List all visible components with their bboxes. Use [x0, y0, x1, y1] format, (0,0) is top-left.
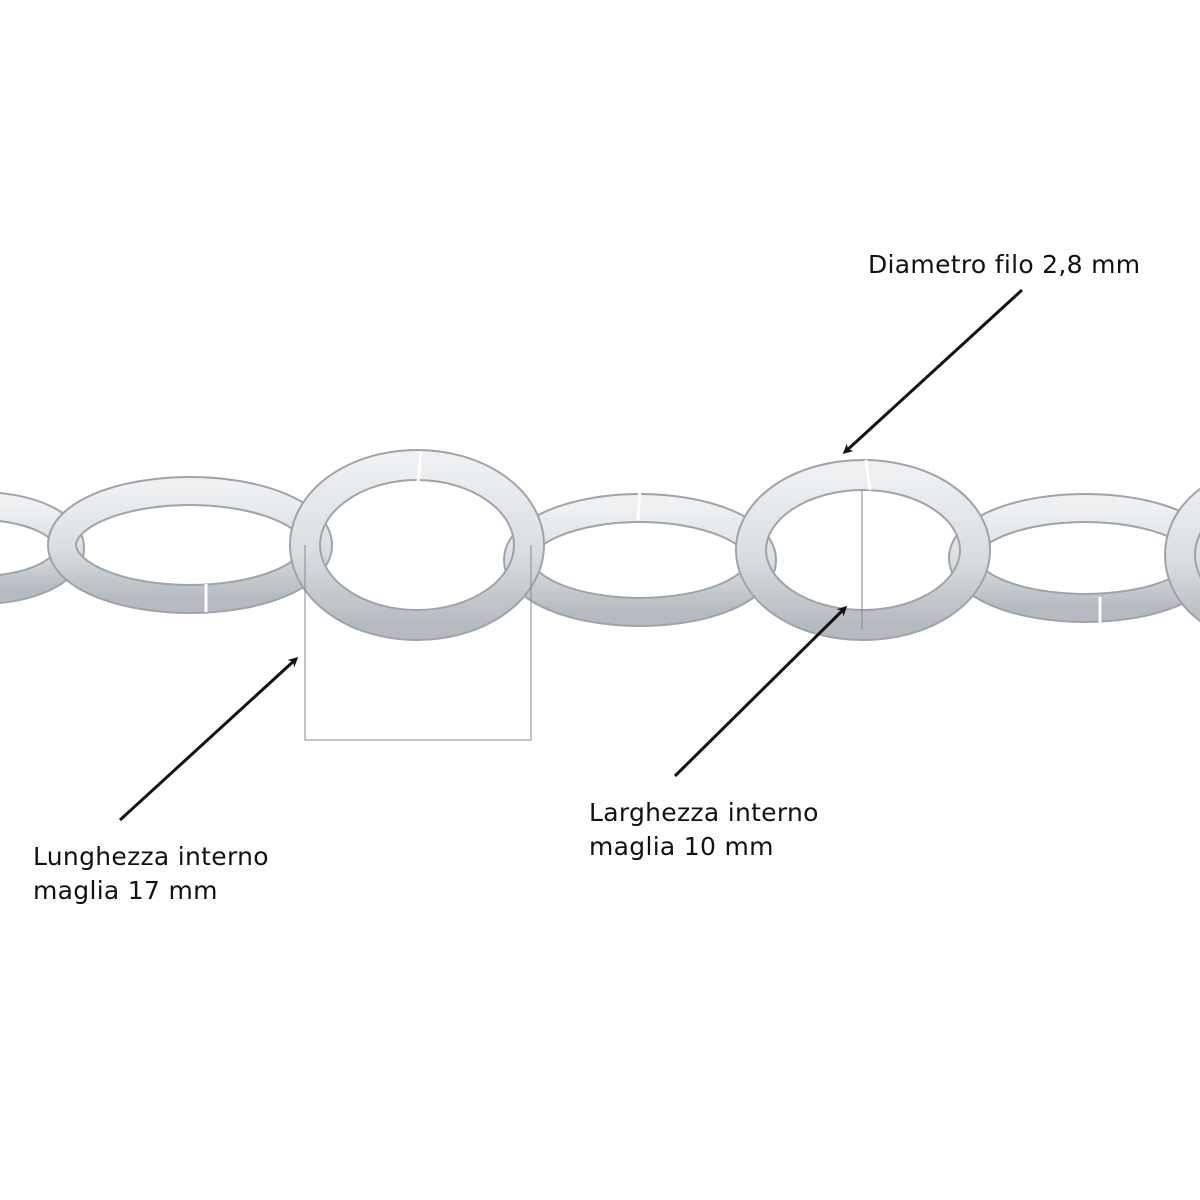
- chain-link: [735, 459, 991, 641]
- inner-length-label: Lunghezza interno maglia 17 mm: [33, 840, 269, 908]
- chain-link: [47, 476, 333, 614]
- inner-width-line2: maglia 10 mm: [589, 832, 774, 861]
- inner-length-line2: maglia 17 mm: [33, 876, 218, 905]
- inner-length-line1: Lunghezza interno: [33, 842, 269, 871]
- arrow-icon: [842, 288, 1024, 455]
- flat-links: [0, 476, 1200, 627]
- arrow-icon: [673, 605, 848, 778]
- inner-width-label: Larghezza interno maglia 10 mm: [589, 796, 819, 864]
- length-guide: [304, 545, 532, 741]
- arrow-icon: [118, 656, 299, 822]
- chain-link: [503, 493, 777, 627]
- inner-width-line1: Larghezza interno: [589, 798, 819, 827]
- measurement-guides: [304, 490, 863, 741]
- wire-diameter-text: Diametro filo 2,8 mm: [868, 250, 1141, 279]
- link-gaps: [204, 451, 1102, 626]
- chain-link: [1164, 487, 1200, 623]
- arrows: [118, 288, 1024, 822]
- wire-diameter-label: Diametro filo 2,8 mm: [868, 248, 1140, 282]
- chain-link: [289, 449, 545, 641]
